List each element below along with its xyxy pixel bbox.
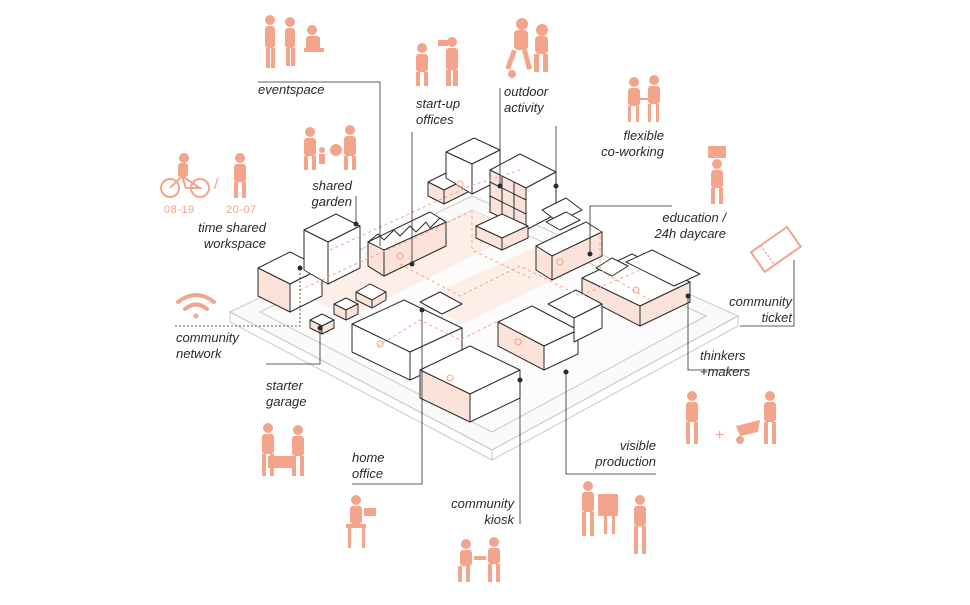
label-community-ticket: community ticket: [729, 294, 792, 326]
leader-lines: [175, 81, 795, 524]
label-thinkers-makers: thinkers +makers: [700, 348, 750, 380]
label-text: ticket: [761, 310, 792, 325]
label-eventspace: eventspace: [258, 82, 325, 98]
box-carrier-icon: [708, 146, 726, 204]
label-text: co-working: [601, 144, 664, 159]
label-home-office: home office: [352, 450, 385, 482]
time-slash: /: [214, 176, 219, 193]
production-people-icon: [582, 481, 646, 554]
thinker-maker-icon: [686, 391, 776, 444]
label-text: outdoor: [504, 84, 549, 99]
building-small-sheds: [309, 283, 387, 335]
label-text: community: [176, 330, 239, 345]
gardening-people-icon: [304, 125, 356, 170]
phone-user-icon: [234, 153, 246, 198]
label-startup-offices: start-up offices: [416, 96, 460, 128]
label-text: offices: [416, 112, 454, 127]
label-outdoor-activity: outdoor activity: [504, 84, 548, 116]
label-starter-garage: starter garage: [266, 378, 306, 410]
label-text: garage: [266, 394, 307, 409]
musicians-icon: [265, 15, 324, 68]
leader-endpoints: [297, 180, 691, 383]
label-text: community: [729, 294, 792, 309]
label-text: +makers: [700, 364, 751, 379]
label-text: shared: [312, 178, 352, 193]
label-education-daycare: education / 24h daycare: [654, 210, 726, 242]
soccer-players-icon: [505, 18, 548, 78]
label-flexible-coworking: flexible co-working: [601, 128, 664, 160]
label-visible-production: visible production: [595, 438, 656, 470]
label-text: time shared: [198, 220, 266, 235]
laptop-worker-icon: [346, 495, 376, 548]
label-text: office: [352, 466, 384, 481]
label-text: production: [595, 454, 656, 469]
label-text: garden: [311, 194, 352, 209]
label-text: activity: [504, 100, 544, 115]
cyclist-icon: [160, 153, 210, 198]
label-text: network: [176, 346, 222, 361]
building-visible-production: [497, 289, 603, 371]
label-community-network: community network: [176, 330, 239, 362]
ticket-icon: [749, 225, 803, 274]
label-text: workspace: [203, 236, 266, 251]
label-shared-garden: shared garden: [312, 178, 352, 210]
bar-stool-people-icon: [628, 75, 660, 122]
plus-sign: +: [715, 427, 724, 444]
label-text: visible: [619, 438, 656, 453]
label-text: start-up: [416, 96, 461, 111]
building-eventspace: [367, 211, 447, 277]
building-community-ticket: [581, 249, 701, 327]
label-text: thinkers: [700, 348, 746, 363]
kiosk-people-icon: [458, 537, 500, 582]
label-community-kiosk: community kiosk: [451, 496, 514, 528]
label-text: flexible: [623, 128, 664, 143]
label-time-shared-workspace: time shared workspace: [198, 220, 266, 252]
label-text: eventspace: [258, 82, 325, 97]
filming-crew-icon: [416, 37, 458, 86]
building-time-shared-workspace: [257, 213, 361, 313]
garage-workers-icon: [262, 423, 304, 476]
time-night: 20-07: [226, 204, 257, 216]
label-text: starter: [266, 378, 303, 393]
wifi-icon: [176, 293, 216, 319]
building-startup-offices: [427, 137, 501, 205]
label-text: education /: [662, 210, 726, 225]
label-text: community: [451, 496, 514, 511]
time-day: 08-19: [164, 204, 195, 216]
label-text: 24h daycare: [654, 226, 726, 241]
label-text: home: [352, 450, 385, 465]
label-text: kiosk: [484, 512, 514, 527]
building-home-office: [351, 291, 521, 423]
building-education-daycare: [535, 197, 603, 281]
